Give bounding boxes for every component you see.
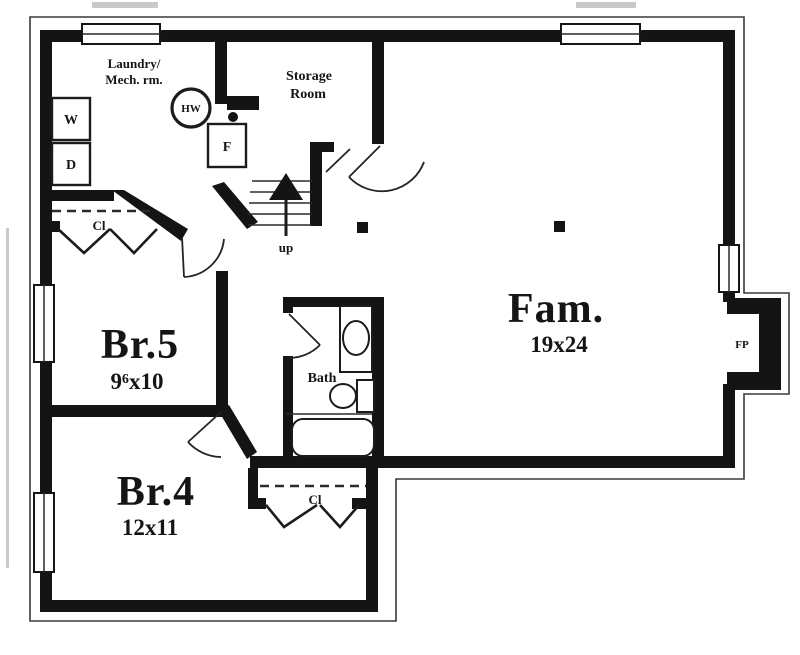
wall-closet5-stub-left bbox=[44, 221, 60, 232]
wall-top-middle bbox=[160, 30, 563, 42]
bedroom4-name: Br.4 bbox=[117, 469, 195, 515]
wall-bottom bbox=[40, 600, 378, 612]
wall-closet4-stub-right bbox=[352, 498, 372, 509]
storage-label-line1: Storage bbox=[286, 69, 332, 84]
bedroom5-name: Br.5 bbox=[101, 322, 179, 368]
stairs-arrow-head bbox=[269, 173, 303, 200]
sink bbox=[342, 320, 370, 356]
wall-extension-east bbox=[366, 468, 378, 612]
wall-right-upper bbox=[723, 30, 735, 245]
laundry-label-line2: Mech. rm. bbox=[105, 72, 162, 87]
furnace-box bbox=[206, 122, 248, 169]
wall-top-right bbox=[640, 30, 735, 42]
doors bbox=[181, 145, 425, 458]
fireplace-firebox bbox=[727, 314, 759, 372]
washer-label: W bbox=[64, 113, 78, 128]
post-right bbox=[554, 221, 565, 232]
bathroom-fixtures bbox=[286, 305, 375, 457]
stairs-up-label: up bbox=[279, 240, 293, 255]
wall-laundry-divider-foot bbox=[227, 96, 259, 110]
wall-bath-south bbox=[250, 456, 384, 468]
wall-right-lower bbox=[723, 384, 735, 468]
wall-laundry-south bbox=[40, 190, 114, 201]
toilet-tank bbox=[356, 379, 375, 413]
closet5-label: Cl bbox=[93, 218, 106, 233]
wall-bedroom-divider bbox=[40, 405, 228, 417]
wall-bath-east bbox=[372, 297, 384, 456]
wall-hall-diagonal bbox=[218, 405, 257, 459]
interior-walls bbox=[40, 42, 384, 509]
water-heater-label: HW bbox=[181, 103, 201, 115]
page-edge-artifact bbox=[6, 228, 9, 568]
fireplace-label: FP bbox=[735, 339, 749, 351]
closet4-label: Cl bbox=[309, 492, 322, 507]
storage-label-line2: Room bbox=[290, 87, 326, 102]
dryer-label: D bbox=[66, 158, 76, 173]
window-left-upper bbox=[33, 284, 55, 363]
closet4-bifold-right bbox=[319, 504, 360, 529]
laundry-label-line1: Laundry/ bbox=[108, 56, 161, 71]
wall-left-upper bbox=[40, 30, 52, 287]
furnace-label: F bbox=[223, 140, 232, 155]
family-name: Fam. bbox=[508, 286, 604, 332]
bedroom4-dims: 12x11 bbox=[122, 515, 178, 540]
laundry-closet: Cl bbox=[52, 209, 158, 255]
family-dims: 19x24 bbox=[530, 332, 588, 357]
wall-stairs-diagonal bbox=[212, 182, 258, 229]
wall-bath-north bbox=[283, 297, 384, 307]
wall-storage-east bbox=[372, 42, 384, 144]
windows bbox=[33, 23, 740, 573]
wall-left-middle bbox=[40, 360, 52, 495]
storage-door bbox=[325, 145, 425, 193]
bath-door bbox=[288, 313, 321, 359]
closet5-bifold-left bbox=[57, 228, 111, 255]
window-top-left bbox=[81, 23, 161, 45]
floor-drain bbox=[228, 112, 238, 122]
bedroom4-closet: Cl bbox=[260, 484, 366, 529]
wall-closet4-stub-left bbox=[248, 498, 266, 509]
bedroom5-door bbox=[181, 236, 225, 278]
wall-hall-west bbox=[216, 271, 228, 417]
wall-bath-west-upper bbox=[283, 297, 293, 313]
wall-stairs-east bbox=[310, 142, 322, 226]
exterior-outline bbox=[29, 16, 790, 622]
bedroom4-door bbox=[187, 411, 222, 458]
scan-smudge-top-right bbox=[576, 2, 636, 8]
post-left bbox=[357, 222, 368, 233]
window-right bbox=[718, 244, 740, 293]
wall-closet-diagonal bbox=[112, 190, 188, 241]
wall-laundry-divider bbox=[215, 42, 227, 104]
wall-bath-west-lower bbox=[283, 356, 293, 468]
toilet-bowl bbox=[329, 383, 357, 409]
window-top-right bbox=[560, 23, 641, 45]
fireplace: FP bbox=[727, 298, 781, 390]
scan-smudge-top-left bbox=[92, 2, 158, 8]
bathtub bbox=[291, 418, 375, 457]
dryer-box bbox=[50, 141, 92, 187]
closet5-bifold-right bbox=[109, 228, 158, 255]
bedroom5-dims: 9⁶x10 bbox=[111, 369, 164, 394]
closet4-bifold-left bbox=[264, 503, 318, 529]
bath-name: Bath bbox=[308, 371, 337, 386]
stairs: up bbox=[248, 173, 312, 255]
appliances: W D HW F bbox=[50, 87, 248, 187]
wall-family-bottom bbox=[372, 456, 735, 468]
window-left-lower bbox=[33, 492, 55, 573]
wall-closet4-west bbox=[248, 468, 258, 508]
room-labels: Laundry/ Mech. rm. Storage Room Br.5 9⁶x… bbox=[101, 56, 604, 540]
water-heater-circle bbox=[170, 87, 212, 129]
washer-box bbox=[50, 96, 92, 142]
